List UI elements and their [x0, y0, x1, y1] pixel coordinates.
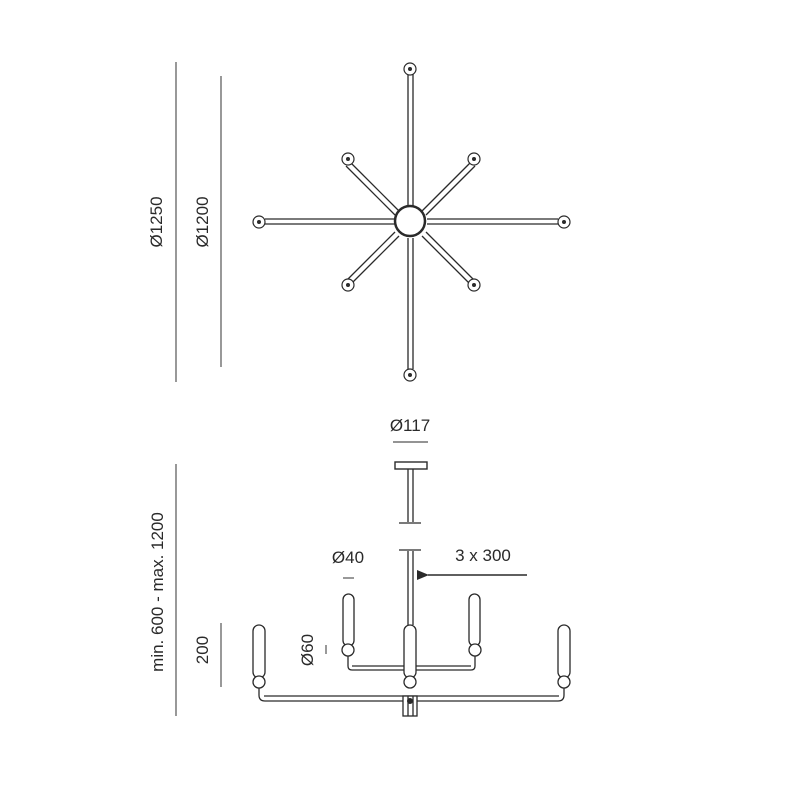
glass-tubes [252, 593, 571, 679]
glass-height-label: 200 [193, 636, 212, 664]
arm-diameter-label: Ø40 [332, 548, 364, 567]
arm-southwest [345, 231, 396, 282]
arm-northeast [421, 161, 472, 212]
height-range-label: min. 600 - max. 1200 [148, 512, 167, 672]
inner-diameter-label: Ø1200 [193, 196, 212, 247]
globe-lower-left [252, 675, 266, 689]
outer-diameter-label: Ø1250 [147, 196, 166, 247]
ceiling-canopy [394, 461, 428, 470]
top-view: Ø1250 Ø1200 [147, 62, 571, 382]
cable-length-label: 3 x 300 [455, 546, 511, 565]
tube-upper-left [342, 593, 355, 647]
tube-upper-right [468, 593, 481, 647]
tube-center [403, 624, 417, 679]
tube-lower-left [252, 624, 266, 679]
globe-center [403, 675, 417, 689]
arm-southeast [425, 231, 476, 282]
top-view-arms [265, 74, 558, 369]
globes [252, 643, 571, 689]
canopy-diameter-label: Ø117 [390, 416, 430, 435]
globe-diameter-label: Ø60 [298, 634, 317, 666]
arm-northwest [349, 161, 400, 212]
side-view: Ø117 3 x 300 Ø40 min. 600 - max. 1200 20… [148, 416, 571, 717]
globe-upper-right [468, 643, 482, 657]
center-joint [407, 698, 413, 704]
tube-lower-right [557, 624, 571, 679]
top-view-end-caps [252, 62, 571, 382]
center-hub [393, 204, 427, 238]
globe-lower-right [557, 675, 571, 689]
globe-upper-left [341, 643, 355, 657]
